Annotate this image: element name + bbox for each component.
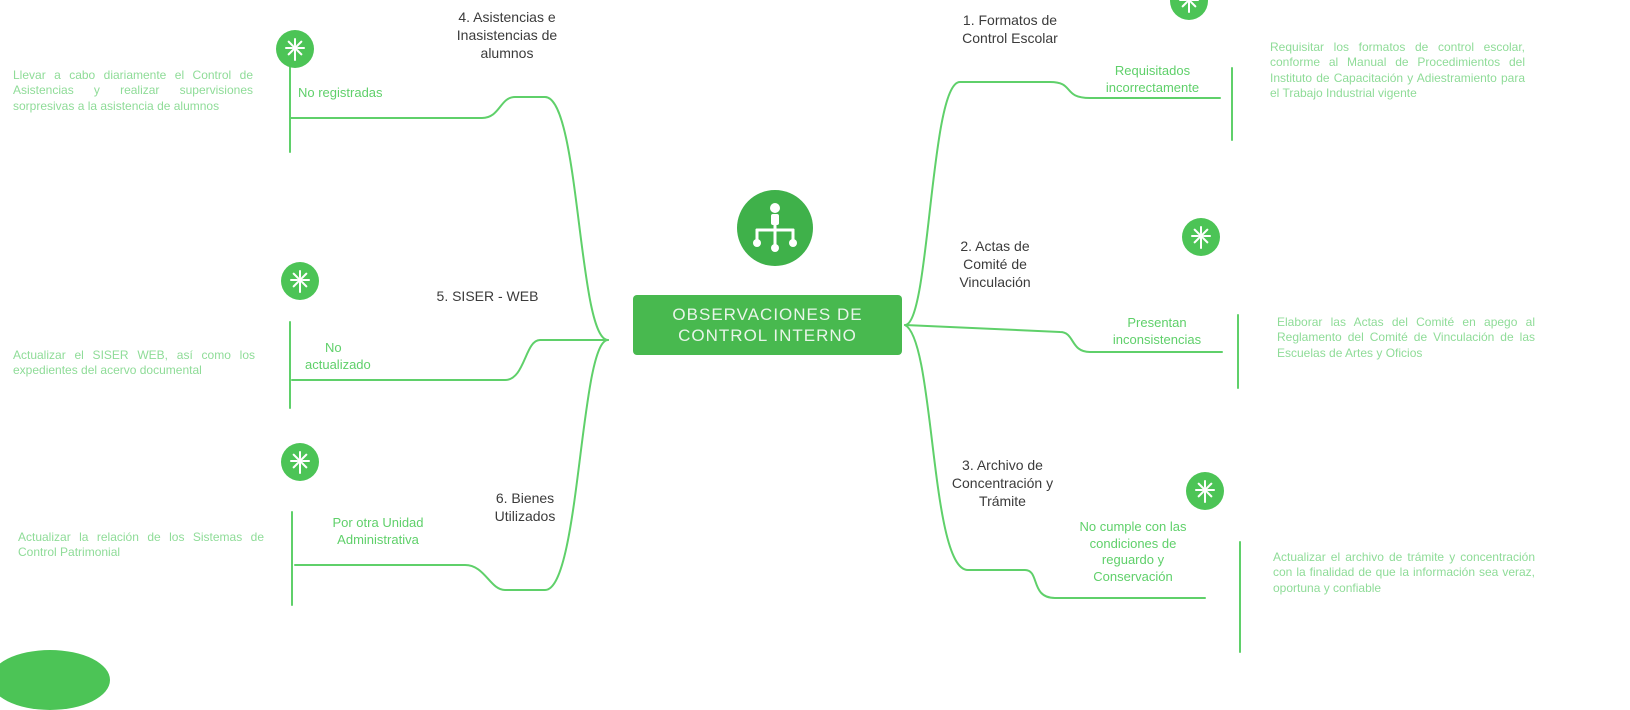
branch-5-heading: 5. SISER - WEB <box>436 288 539 304</box>
hierarchy-icon <box>737 190 813 266</box>
branch-6-observation: Por otra Unidad Administrativa <box>303 515 453 548</box>
branch-6-observation-line-2: Administrativa <box>337 531 419 547</box>
tree-icon-glyph <box>290 270 310 293</box>
branch-6-action: Actualizar la relación de los Sistemas d… <box>18 530 264 560</box>
branch-4-heading-line-3: alumnos <box>480 44 534 61</box>
branch-1-observation: Requisitados incorrectamente <box>1105 63 1200 95</box>
central-title-line-2: CONTROL INTERNO <box>678 326 857 345</box>
branch-5-observation-line-2: actualizado <box>305 356 371 372</box>
central-title-line-1: OBSERVACIONES DE <box>672 304 863 324</box>
branch-5-observation-line-1: No <box>325 340 342 355</box>
tree-icon <box>281 262 319 300</box>
branch-4-heading-line-1: 4. Asistencias e <box>458 9 556 25</box>
branch-2-heading-line-2: Comité de <box>963 255 1027 272</box>
branch-4-action: Llevar a cabo diariamente el Control de … <box>13 68 253 113</box>
branch-1-heading: 1. Formatos de Control Escolar <box>930 12 1090 48</box>
branch-3-heading-line-3: Trámite <box>979 492 1026 509</box>
branch-2-heading-line-3: Vinculación <box>959 273 1031 290</box>
branch-5-action: Actualizar el SISER WEB, así como los ex… <box>13 348 255 378</box>
central-topic: OBSERVACIONES DE CONTROL INTERNO <box>633 295 902 355</box>
branch-2-heading-line-1: 2. Actas de <box>960 238 1030 254</box>
connector-branch-6 <box>294 339 609 591</box>
connector-branch-4 <box>289 96 609 341</box>
branch-3-action: Actualizar el archivo de trámite y conce… <box>1273 550 1535 595</box>
branch-1-heading-line-1: 1. Formatos de <box>962 12 1058 28</box>
tree-icon-glyph <box>1179 0 1199 13</box>
branch-3-observation: No cumple con las condiciones de reguard… <box>1079 519 1187 584</box>
partial-circle-icon <box>0 650 110 710</box>
branch-2-heading: 2. Actas de Comité de Vinculación <box>940 238 1050 292</box>
tree-icon-glyph <box>1195 480 1215 503</box>
branch-6-heading-line-2: Utilizados <box>494 507 556 524</box>
connector-branch-5 <box>291 339 609 381</box>
mind-map-connectors <box>289 64 1241 653</box>
branch-3-heading-line-2: Concentración y <box>951 474 1054 491</box>
connector-branch-1 <box>904 81 1221 326</box>
branch-2-action: Elaborar las Actas del Comité en apego a… <box>1277 315 1535 360</box>
branch-5-observation: No actualizado <box>305 340 405 373</box>
tree-icon-glyph <box>285 38 305 61</box>
tree-icon <box>1182 218 1220 256</box>
branch-6-heading: 6. Bienes Utilizados <box>470 490 580 526</box>
branch-6-observation-line-1: Por otra Unidad <box>332 515 424 530</box>
tree-icon <box>276 30 314 68</box>
branch-2-observation: Presentan inconsistencias <box>1112 315 1202 347</box>
branch-4-observation: No registradas <box>298 85 383 100</box>
tree-icon <box>1170 0 1208 20</box>
tree-icon-glyph <box>290 451 310 474</box>
branch-1-heading-line-2: Control Escolar <box>962 29 1058 46</box>
branch-4-heading-line-2: Inasistencias de <box>456 26 558 43</box>
tree-icon <box>1186 472 1224 510</box>
tree-icon-glyph <box>1191 226 1211 249</box>
branch-3-heading: 3. Archivo de Concentración y Trámite <box>940 457 1065 511</box>
branch-1-action: Requisitar los formatos de control escol… <box>1270 40 1525 101</box>
connector-branch-2 <box>904 324 1223 353</box>
branch-4-heading: 4. Asistencias e Inasistencias de alumno… <box>432 9 582 63</box>
branch-6-heading-line-1: 6. Bienes <box>495 490 555 506</box>
tree-icon <box>281 443 319 481</box>
branch-3-heading-line-1: 3. Archivo de <box>962 457 1043 473</box>
connector-branch-3 <box>904 324 1206 599</box>
